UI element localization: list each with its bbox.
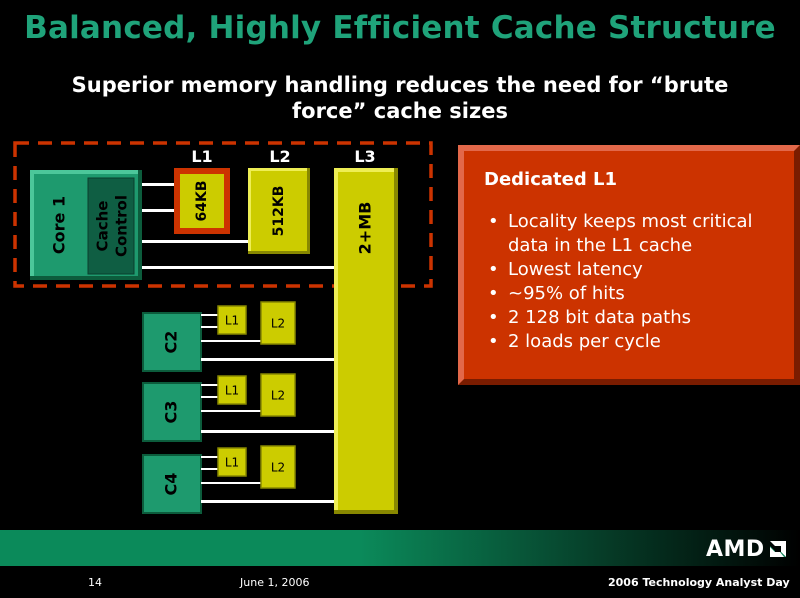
- core-c2-l2-block: [260, 301, 296, 345]
- l3-cache-block: 2+MB: [334, 168, 398, 514]
- core-c4-l1-label: L1: [225, 456, 239, 470]
- slide-title: Balanced, Highly Efficient Cache Structu…: [24, 10, 776, 46]
- core-c3-l2-block: [260, 373, 296, 417]
- header-l2: L2: [269, 147, 290, 166]
- core-c2-l2-label: L2: [271, 317, 285, 331]
- core-c3-group: C3 L1 L2: [142, 373, 334, 442]
- core-c2-group: C2 L1 L2: [142, 301, 334, 372]
- cache-control-label-2: Control: [113, 195, 131, 257]
- header-l1: L1: [191, 147, 212, 166]
- cache-control-block: [87, 177, 135, 275]
- slide-subtitle: Superior memory handling reduces the nee…: [40, 72, 760, 124]
- core1-block: Core 1 Cache Control: [30, 170, 142, 280]
- footer-date: June 1, 2006: [240, 576, 310, 589]
- core-c4-l2-label: L2: [271, 461, 285, 475]
- l1-cache-block: 64KB: [174, 168, 230, 234]
- amd-logo-text: AMD: [706, 536, 765, 562]
- core1-connections: [142, 183, 334, 269]
- page-number: 14: [88, 576, 102, 589]
- core-c4-l2-block: [260, 445, 296, 489]
- header-l3: L3: [354, 147, 375, 166]
- l3-size-label: 2+MB: [356, 202, 375, 255]
- core1-label: Core 1: [50, 196, 69, 254]
- core-c3-block: [142, 382, 202, 442]
- core-c4-l1-block: [217, 447, 247, 477]
- core1-boundary: [13, 141, 433, 288]
- amd-logo: AMD: [706, 536, 788, 562]
- info-bullet: ~95% of hits: [488, 282, 794, 306]
- cache-control-label-1: Cache: [94, 201, 112, 252]
- info-heading: Dedicated L1: [484, 169, 617, 190]
- l2-size-label: 512KB: [271, 186, 287, 237]
- core-c2-l1-label: L1: [225, 314, 239, 328]
- core-c4-label: C4: [162, 473, 181, 496]
- core-c3-label: C3: [162, 401, 181, 424]
- info-bullet: 2 128 bit data paths: [488, 306, 794, 330]
- info-bullet: 2 loads per cycle: [488, 330, 794, 354]
- info-bullet: Locality keeps most critical data in the…: [488, 210, 794, 258]
- l1-size-label: 64KB: [194, 180, 210, 221]
- footer-event: 2006 Technology Analyst Day: [608, 576, 790, 589]
- core-c3-l1-label: L1: [225, 384, 239, 398]
- info-bullet: Lowest latency: [488, 258, 794, 282]
- core-c3-l1-block: [217, 375, 247, 405]
- footer-band: [0, 530, 800, 566]
- core-c2-l1-block: [217, 305, 247, 335]
- core-c4-group: C4 L1 L2: [142, 445, 334, 514]
- dedicated-l1-info-box: Dedicated L1 Locality keeps most critica…: [458, 145, 800, 385]
- l2-cache-block: 512KB: [248, 168, 310, 254]
- core-c2-label: C2: [162, 331, 181, 354]
- subtitle-line-2: force” cache sizes: [292, 99, 508, 123]
- info-bullet-list: Locality keeps most critical data in the…: [464, 210, 794, 354]
- core-c3-l2-label: L2: [271, 389, 285, 403]
- subtitle-line-1: Superior memory handling reduces the nee…: [71, 73, 729, 97]
- core-c4-block: [142, 454, 202, 514]
- amd-arrow-icon: [769, 541, 786, 557]
